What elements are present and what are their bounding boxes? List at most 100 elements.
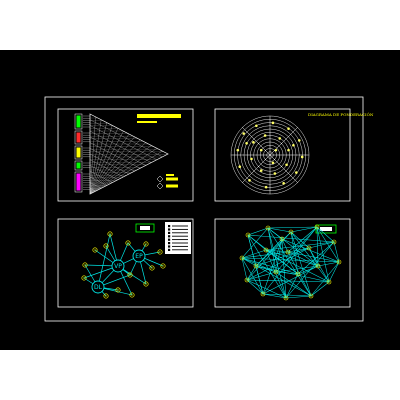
graph-node xyxy=(107,231,113,237)
ponderation-node xyxy=(242,132,245,135)
matrix-grid-line xyxy=(89,131,152,163)
matrix-grid-line xyxy=(89,148,157,195)
legend-bullet xyxy=(168,245,171,248)
graph-node xyxy=(82,262,88,268)
graph-node xyxy=(103,293,109,299)
ponderation-node xyxy=(297,139,301,142)
matrix-color-block xyxy=(76,162,81,169)
matrix-block-frame xyxy=(74,160,83,171)
graph-node xyxy=(103,243,109,249)
network-node xyxy=(306,245,312,251)
network-node xyxy=(244,277,250,283)
ponderation-node xyxy=(245,142,248,145)
network-node xyxy=(239,255,245,261)
panel-3-frame xyxy=(57,218,194,308)
panel-4-frame xyxy=(214,218,351,308)
network-edge xyxy=(246,279,287,299)
network-node xyxy=(253,263,259,269)
network-edge xyxy=(316,226,340,263)
graph-hub xyxy=(132,249,146,263)
sheet-background xyxy=(0,50,400,350)
network-node xyxy=(326,279,332,285)
ponderation-sector-line xyxy=(242,154,271,183)
graph-node xyxy=(115,287,121,293)
network-edge xyxy=(265,249,289,253)
network-edge xyxy=(267,226,318,229)
legend-diamond xyxy=(156,182,164,190)
network-edge xyxy=(287,251,319,267)
network-edge xyxy=(241,251,289,259)
matrix-block-frame xyxy=(74,113,83,130)
network-edge xyxy=(310,261,340,297)
network-edge xyxy=(317,261,340,267)
ponderation-node xyxy=(271,161,275,165)
network-node xyxy=(263,247,269,253)
network-edge xyxy=(275,271,312,297)
network-edge xyxy=(246,271,277,281)
legend-bullet xyxy=(168,248,171,251)
ponderation-node xyxy=(274,148,278,152)
network-edge xyxy=(267,227,283,240)
network-edge xyxy=(255,247,310,267)
panel-relationship-matrix xyxy=(57,108,194,202)
matrix-block-frame xyxy=(74,130,83,145)
matrix-grid-line xyxy=(89,119,163,157)
network-edge xyxy=(287,251,312,297)
network-edge xyxy=(281,238,289,253)
graph-hub-label: VP xyxy=(114,263,122,270)
network-edge xyxy=(241,249,267,259)
network-node xyxy=(260,291,266,297)
network-edge xyxy=(275,238,283,273)
matrix-grid-line xyxy=(89,145,152,195)
network-node xyxy=(273,269,279,275)
ponderation-node xyxy=(287,148,290,152)
matrix-triangle xyxy=(89,113,169,195)
network-tag-fill xyxy=(320,227,332,231)
network-edge xyxy=(316,226,319,267)
ponderation-node xyxy=(255,124,258,128)
network-edge xyxy=(247,234,335,243)
graph-hub xyxy=(91,280,105,294)
network-edge xyxy=(255,265,264,295)
ponderation-node xyxy=(271,121,275,125)
network-edge xyxy=(265,249,299,275)
network-edge xyxy=(241,257,340,263)
network-edge xyxy=(241,227,269,259)
network-edge xyxy=(262,265,319,295)
network-edge xyxy=(328,261,340,283)
legend-bullet xyxy=(168,242,171,245)
matrix-grid-line xyxy=(89,142,141,169)
network-node xyxy=(308,293,314,299)
matrix-grid-line xyxy=(89,125,157,160)
legend-swatch xyxy=(166,174,174,176)
legend-bullet xyxy=(168,231,171,234)
graph-node xyxy=(143,241,149,247)
panel-2-frame xyxy=(214,108,351,202)
graph-node xyxy=(157,249,163,255)
network-edge xyxy=(267,227,277,273)
graph-tag-fill xyxy=(140,226,150,230)
network-node xyxy=(285,249,291,255)
graph-hub-label: DL xyxy=(94,284,103,291)
network-edge xyxy=(281,238,287,299)
panel-network-diagram xyxy=(214,218,351,308)
ponderation-circle xyxy=(230,115,310,195)
ponderation-node xyxy=(259,169,263,172)
network-edge xyxy=(262,293,287,299)
matrix-side-blocks xyxy=(74,113,90,193)
graph-tag xyxy=(135,223,155,233)
network-edge xyxy=(287,226,318,253)
matrix-grid-line xyxy=(89,139,141,195)
ponderation-node xyxy=(252,141,255,144)
sheet-outer-frame xyxy=(44,96,364,322)
network-node xyxy=(331,239,337,245)
ponderation-node xyxy=(287,127,290,130)
network-node xyxy=(315,263,321,269)
network-edge xyxy=(308,247,319,267)
network-edge xyxy=(247,234,287,299)
network-edge xyxy=(241,257,299,275)
